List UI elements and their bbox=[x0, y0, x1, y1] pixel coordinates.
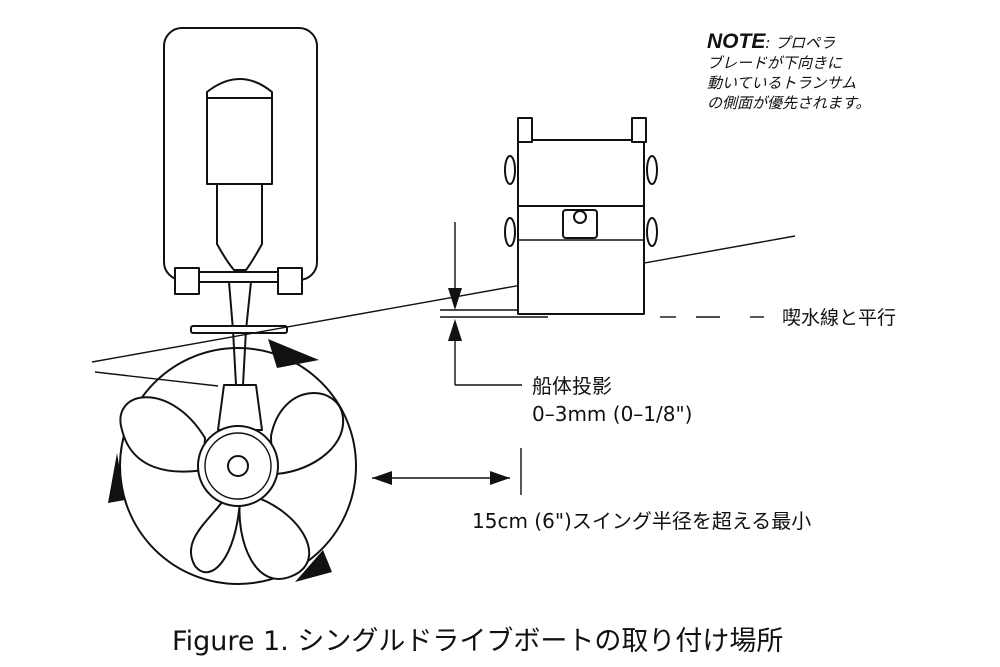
note-key: NOTE bbox=[707, 30, 766, 53]
note-line-3: の側面が優先されます。 bbox=[707, 94, 871, 112]
note-line-0: : プロペラ bbox=[765, 34, 836, 52]
note-line-2: 動いているトランサム bbox=[707, 74, 857, 92]
swing-radius-dimension bbox=[372, 448, 522, 495]
waterline-label: 喫水線と平行 bbox=[782, 307, 897, 329]
propeller-icon bbox=[119, 347, 357, 585]
swing-radius-label: 15cm (6")スイング半径を超える最小 bbox=[472, 509, 812, 533]
hull-projection-title: 船体投影 bbox=[532, 374, 612, 398]
figure-caption: Figure 1. シングルドライブボートの取り付け場所 bbox=[172, 626, 784, 657]
waterline-dashes bbox=[440, 309, 764, 318]
note-line-1: ブレードが下向きに bbox=[707, 54, 843, 72]
hull-line-lower bbox=[94, 371, 219, 387]
bracket-icon bbox=[504, 117, 658, 315]
rotation-arrow-icon bbox=[108, 339, 332, 582]
note-text: NOTE: プロペラ ブレードが下向きに 動いているトランサム の側面が優先され… bbox=[707, 30, 871, 113]
hull-projection-range: 0–3mm (0–1/8") bbox=[532, 402, 693, 426]
hull-line bbox=[91, 235, 796, 363]
thruster-icon bbox=[163, 27, 318, 431]
hull-projection-label: 船体投影 0–3mm (0–1/8") bbox=[532, 372, 693, 428]
hull-projection-dimension bbox=[448, 222, 522, 386]
